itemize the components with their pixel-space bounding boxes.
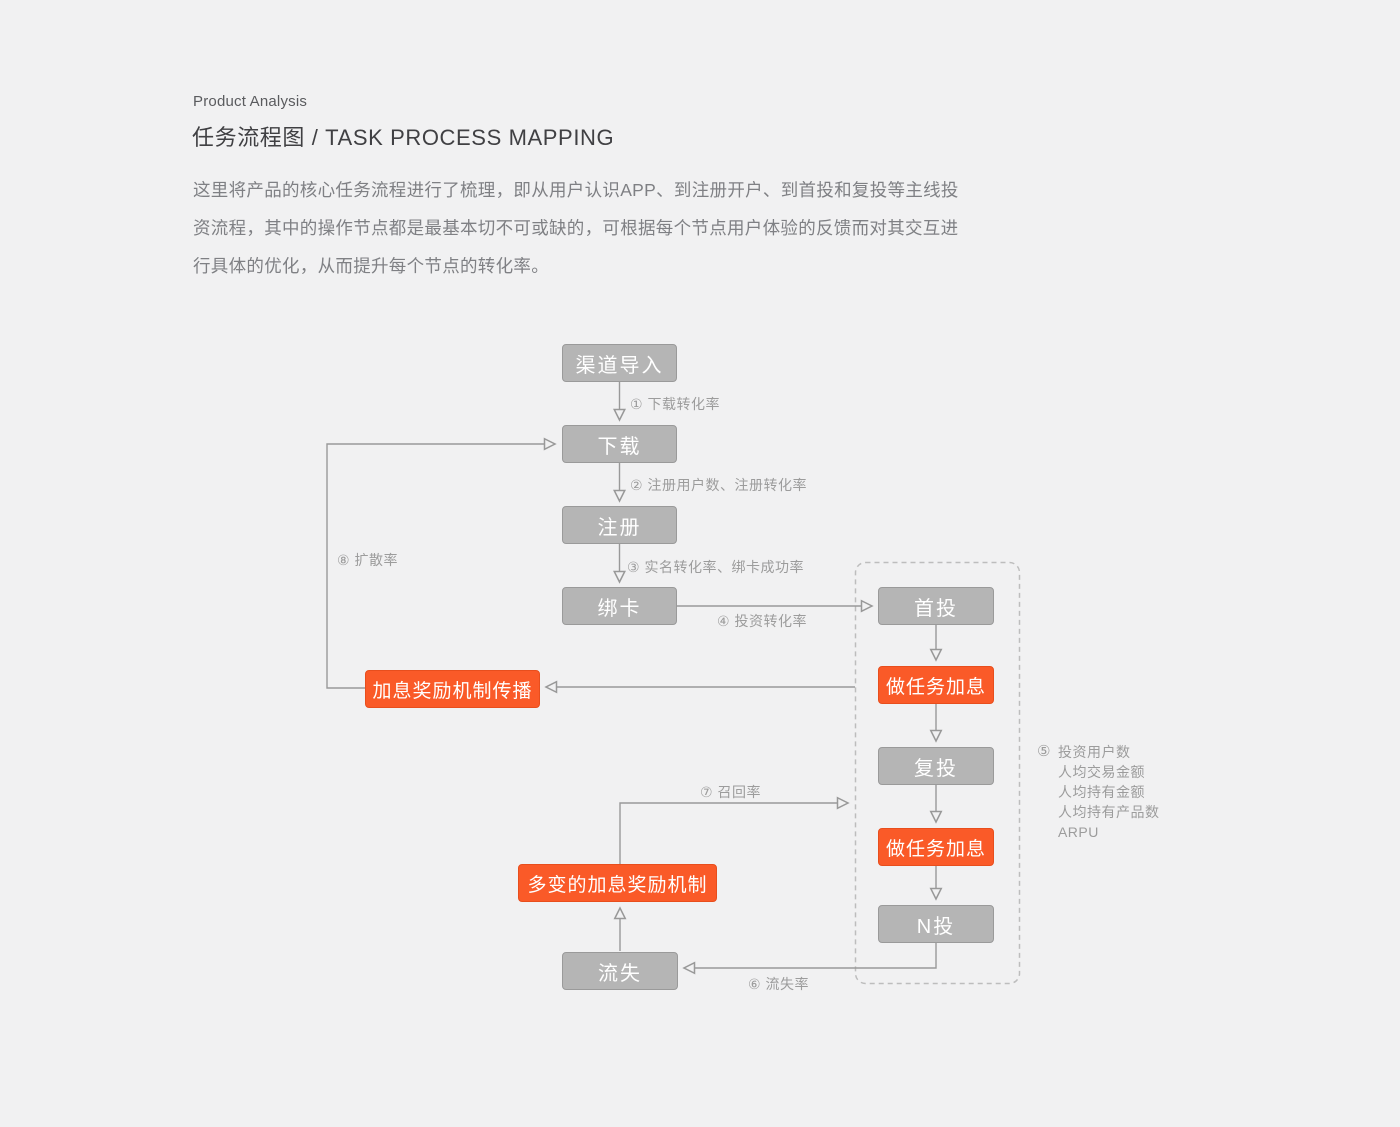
page-title: 任务流程图 / TASK PROCESS MAPPING bbox=[192, 125, 615, 150]
node-bind-card: 绑卡 bbox=[562, 587, 677, 625]
node-task-interest-top: 做任务加息 bbox=[878, 666, 994, 704]
metrics-lines: 投资用户数 人均交易金额 人均持有金额 人均持有产品数 ARPU bbox=[1058, 742, 1160, 842]
metrics-note: ⑤ 投资用户数 人均交易金额 人均持有金额 人均持有产品数 ARPU bbox=[1037, 742, 1159, 842]
edge-label-churn-rate: ⑥ 流失率 bbox=[748, 976, 809, 992]
edge-label-diffusion-rate: ⑧ 扩散率 bbox=[337, 552, 398, 568]
node-churn: 流失 bbox=[562, 952, 678, 990]
node-reinvest: 复投 bbox=[878, 747, 994, 785]
eyebrow-label: Product Analysis bbox=[193, 93, 308, 110]
edge-mechanism-to-loop bbox=[619, 796, 850, 864]
metric-line: 投资用户数 bbox=[1057, 744, 1131, 760]
node-variable-interest-mechanism: 多变的加息奖励机制 bbox=[518, 864, 717, 902]
metric-line: ARPU bbox=[1057, 824, 1099, 840]
node-first-invest: 首投 bbox=[878, 587, 994, 625]
edge-ninvest-to-churn bbox=[682, 943, 937, 975]
node-interest-spread: 加息奖励机制传播 bbox=[365, 670, 540, 708]
metric-line: 人均持有产品数 bbox=[1057, 804, 1160, 820]
edge-label-realname-rate: ③ 实名转化率、绑卡成功率 bbox=[627, 559, 804, 575]
intro-line-3: 行具体的优化，从而提升每个节点的转化率。 bbox=[193, 256, 549, 276]
edge-label-register-rate: ② 注册用户数、注册转化率 bbox=[630, 477, 807, 493]
metrics-marker: ⑤ bbox=[1037, 743, 1051, 760]
edge-spread-to-download bbox=[326, 437, 557, 689]
intro-line-2: 资流程，其中的操作节点都是最基本切不可或缺的，可根据每个节点用户体验的反馈而对其… bbox=[193, 218, 959, 238]
dashed-loop-region bbox=[854, 561, 1021, 985]
metric-line: 人均持有金额 bbox=[1057, 784, 1145, 800]
node-register: 注册 bbox=[562, 506, 677, 544]
node-download: 下载 bbox=[562, 425, 677, 463]
node-n-invest: N投 bbox=[878, 905, 994, 943]
intro-paragraph: 这里将产品的核心任务流程进行了梳理，即从用户认识APP、到注册开户、到首投和复投… bbox=[193, 171, 1023, 285]
edge-label-recall-rate: ⑦ 召回率 bbox=[700, 784, 761, 800]
metric-line: 人均交易金额 bbox=[1057, 764, 1145, 780]
node-channel-import: 渠道导入 bbox=[562, 344, 677, 382]
edge-label-invest-rate: ④ 投资转化率 bbox=[717, 613, 807, 629]
edge-label-download-rate: ① 下载转化率 bbox=[630, 396, 720, 412]
intro-line-1: 这里将产品的核心任务流程进行了梳理，即从用户认识APP、到注册开户、到首投和复投… bbox=[193, 180, 959, 200]
node-task-interest-bottom: 做任务加息 bbox=[878, 828, 994, 866]
